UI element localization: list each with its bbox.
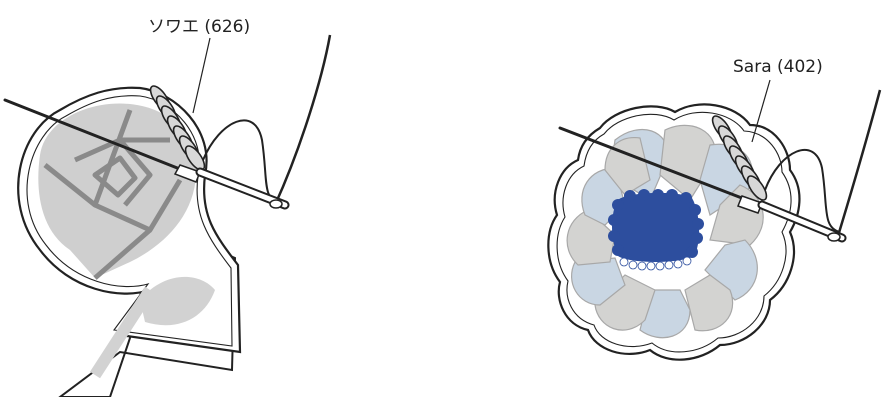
thread-long	[838, 90, 880, 236]
callout-line	[193, 38, 210, 113]
callout-label: ソワエ (626)	[148, 17, 250, 37]
rose-embroidery-figure: ソワエ (626)	[5, 17, 330, 397]
flower-embroidery-figure: Sara (402)	[548, 57, 880, 360]
callout-label: Sara (402)	[733, 57, 823, 77]
thread-long	[275, 35, 330, 205]
needle-eye	[270, 200, 282, 208]
needle-eye	[828, 233, 840, 241]
